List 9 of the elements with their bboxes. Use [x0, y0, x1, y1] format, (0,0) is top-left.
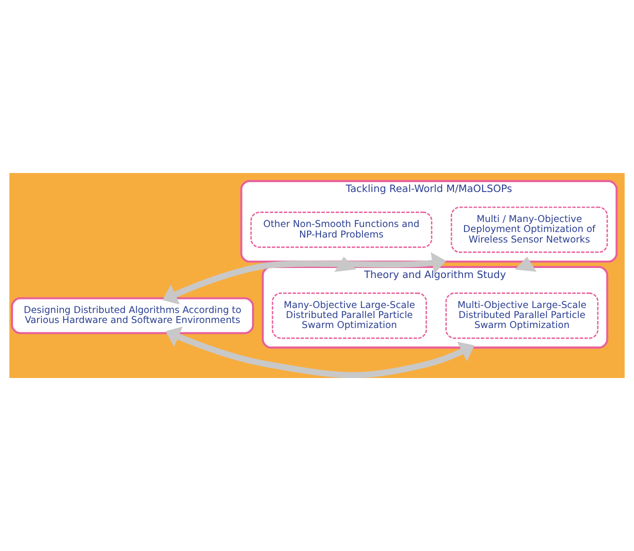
arrow	[162, 252, 446, 305]
node-box: Multi-Objective Large-Scale Distributed Parallel Particle Swarm Optimization	[445, 292, 598, 339]
node-box: Multi / Many-Objective Deployment Optimization of Wireless Sensor Networks	[450, 206, 608, 253]
node-box: Many-Objective Large-Scale Distributed Parallel Particle Swarm Optimization	[272, 292, 427, 339]
arrow	[334, 256, 356, 272]
arrow	[166, 326, 475, 378]
node-box: Other Non-Smooth Functions and NP-Hard Problems	[250, 212, 432, 248]
node-box: Designing Distributed Algorithms According to Various Hardware and Software Environments	[11, 297, 254, 334]
arrow	[514, 256, 537, 272]
